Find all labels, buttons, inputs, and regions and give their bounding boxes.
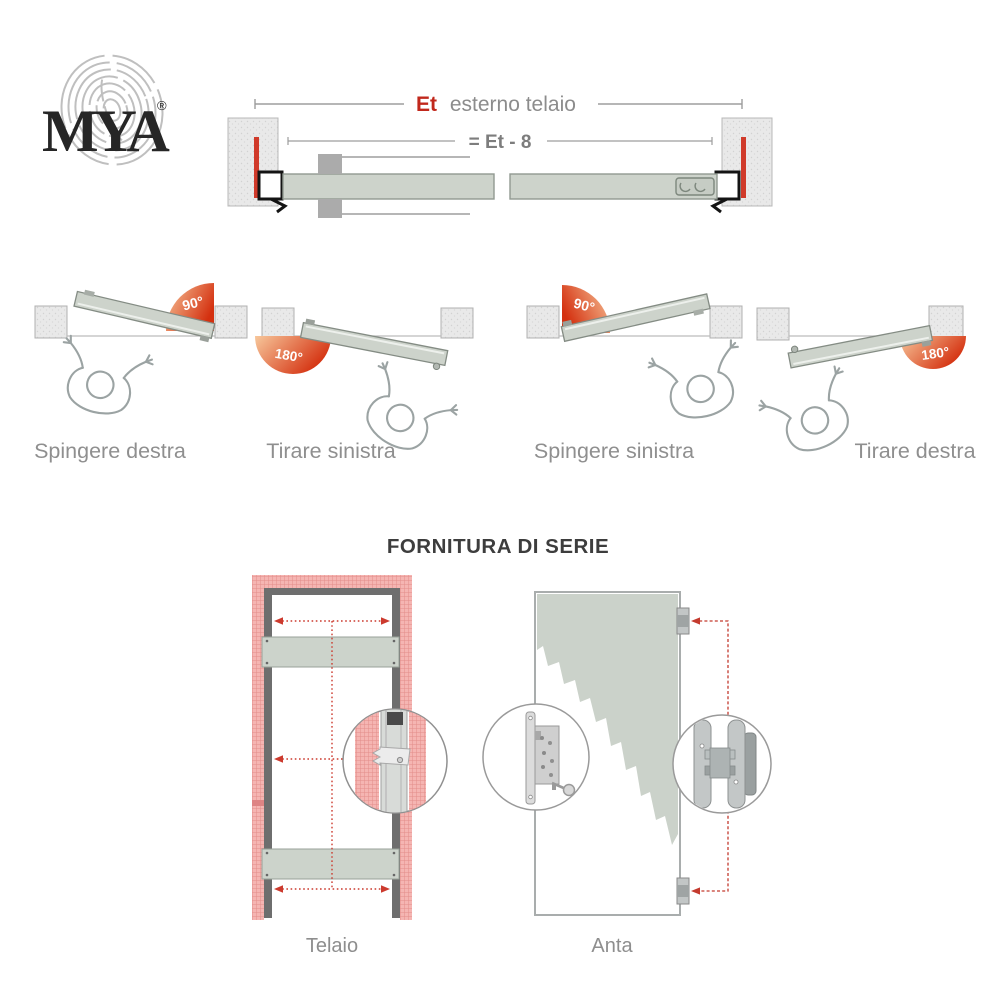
person-figure bbox=[755, 363, 870, 467]
swing-label: Tirare destra bbox=[854, 439, 975, 463]
frame-profile-left bbox=[257, 170, 288, 214]
svg-text:90°: 90° bbox=[181, 293, 205, 314]
wall-block bbox=[34, 305, 68, 339]
mya-logo: MYA ® bbox=[42, 54, 174, 166]
label-anta: Anta bbox=[591, 935, 633, 957]
door-leaf bbox=[560, 293, 711, 343]
inner-dimension-label: = Et - 8 bbox=[469, 132, 532, 153]
wall-block bbox=[526, 305, 560, 339]
wall-block bbox=[928, 305, 964, 341]
swing-diagram-spingere-destra: 90° Spingere destra bbox=[34, 283, 248, 463]
swing-diagram-tirare-destra: 180° Tirare destra bbox=[755, 305, 976, 467]
swing-label: Spingere destra bbox=[34, 439, 186, 463]
label-telaio: Telaio bbox=[306, 935, 358, 957]
svg-text:180°: 180° bbox=[920, 344, 950, 363]
person-figure bbox=[48, 333, 156, 425]
anta-diagram: Anta bbox=[482, 591, 772, 957]
hinge-detail-circle bbox=[672, 714, 772, 814]
swing-diagram-tirare-sinistra: 180° Tirare sinistra bbox=[255, 307, 474, 467]
hinge-plan-detail bbox=[318, 154, 470, 218]
door-leaf bbox=[73, 289, 216, 343]
swing-label: Tirare sinistra bbox=[266, 439, 395, 463]
svg-text:90°: 90° bbox=[572, 295, 596, 316]
seal-strip-left bbox=[254, 137, 259, 198]
fingerprint-icon bbox=[60, 54, 164, 166]
lock-detail-circle bbox=[482, 703, 590, 811]
swing-diagram-spingere-sinistra: 90° Spingere sinistra bbox=[526, 285, 753, 463]
frame-dimension-lines bbox=[274, 617, 390, 893]
seal-strip-right bbox=[741, 137, 746, 198]
door-panel-left-half bbox=[282, 173, 495, 200]
wall-anchor-bracket bbox=[371, 746, 411, 766]
swing-label: Spingere sinistra bbox=[534, 439, 694, 463]
hinge-bottom bbox=[676, 877, 690, 905]
anchor-detail-circle bbox=[342, 708, 448, 814]
hinge-top bbox=[676, 607, 690, 635]
outer-dimension bbox=[254, 99, 743, 109]
brand-text: MYA bbox=[42, 98, 169, 164]
door-leaf bbox=[299, 318, 449, 371]
person-figure bbox=[645, 338, 753, 428]
registered-mark-icon: ® bbox=[157, 98, 167, 113]
inner-dimension bbox=[287, 137, 713, 145]
outer-dimension-label: Et esterno telaio bbox=[416, 93, 576, 116]
wall-block bbox=[214, 305, 248, 339]
spreader-bar-bottom bbox=[261, 848, 400, 880]
wall-block bbox=[756, 307, 790, 341]
masonry-band-left bbox=[252, 588, 264, 920]
door-leaf bbox=[787, 324, 934, 369]
wall-block bbox=[440, 307, 474, 339]
svg-text:180°: 180° bbox=[274, 346, 304, 366]
lock-plan-detail bbox=[675, 177, 715, 196]
spreader-bar-top bbox=[261, 636, 400, 668]
key-icon bbox=[551, 781, 576, 797]
angle-badge-180: 180° bbox=[900, 336, 966, 369]
wall-block bbox=[261, 307, 295, 339]
wall-block bbox=[709, 305, 743, 339]
angle-badge-180: 180° bbox=[255, 336, 331, 374]
masonry-band-top bbox=[252, 575, 412, 588]
supply-title: FORNITURA DI SERIE bbox=[387, 535, 609, 558]
telaio-diagram: Telaio bbox=[252, 575, 448, 957]
door-leaf-shading bbox=[537, 594, 678, 845]
frame-cross-section-diagram: Et esterno telaio = Et - 8 bbox=[227, 93, 773, 218]
